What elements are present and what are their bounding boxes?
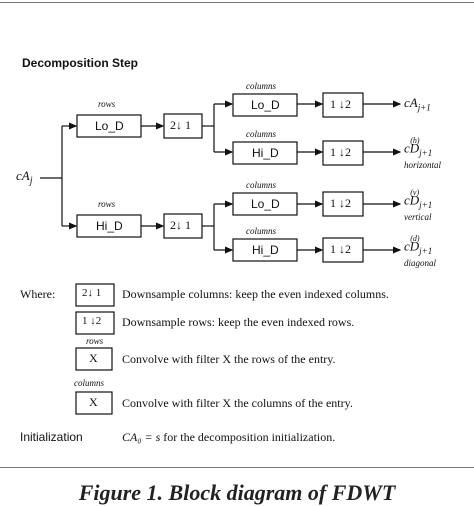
legend-conv-rows-label: rows	[86, 336, 104, 346]
init-text: CA₀ = s for the decomposition initializa…	[122, 430, 335, 445]
output-horizontal-note: horizontal	[404, 160, 442, 170]
output-diagonal-note: diagonal	[404, 258, 437, 268]
init-label: Initialization	[20, 430, 83, 444]
output-vertical-note: vertical	[404, 212, 432, 222]
init-formula: CA₀ = s	[122, 430, 161, 444]
diagram-title: Decomposition Step	[22, 56, 139, 70]
lo-d-col-box-1	[232, 93, 298, 117]
downsample-rows-box-2	[322, 140, 364, 166]
columns-label-4: columns	[246, 226, 276, 236]
legend-conv-rows-x: X	[89, 351, 98, 365]
down-rows-symbol-4: 1 ↓2	[330, 242, 351, 256]
legend-conv-cols-desc: Convolve with filter X the columns of th…	[122, 396, 353, 410]
lo-d-col-label-1: Lo_D	[251, 98, 280, 112]
columns-label-1: columns	[246, 81, 276, 91]
down-cols-symbol-top: 2↓ 1	[170, 118, 191, 132]
output-vertical: cDj+1(v)	[404, 188, 433, 210]
downsample-rows-box-1	[322, 92, 364, 118]
bottom-rule	[0, 467, 474, 468]
down-rows-symbol-2: 1 ↓2	[330, 145, 351, 159]
init-desc: for the decomposition initialization.	[160, 430, 336, 444]
columns-label-2: columns	[246, 129, 276, 139]
columns-label-3: columns	[246, 180, 276, 190]
legend-conv-rows-desc: Convolve with filter X the rows of the e…	[122, 352, 336, 366]
rows-label-top: rows	[98, 99, 116, 109]
legend-conv-rows-box	[75, 347, 113, 371]
lo-d-row-label: Lo_D	[95, 119, 124, 133]
legend-downsample-rows-box	[75, 311, 115, 335]
figure-caption: Figure 1. Block diagram of FDWT	[78, 480, 396, 505]
legend-down-rows-symbol: 1 ↓2	[82, 315, 102, 327]
legend-down-cols-desc: Downsample columns: keep the even indexe…	[122, 287, 389, 301]
legend-conv-cols-box	[75, 391, 113, 415]
down-cols-symbol-bottom: 2↓ 1	[170, 218, 191, 232]
legend-down-cols-symbol: 2↓ 1	[82, 287, 102, 299]
legend-down-rows-desc: Downsample rows: keep the even indexed r…	[122, 315, 355, 329]
rows-label-bottom: rows	[98, 199, 116, 209]
legend-downsample-cols-box	[75, 283, 115, 307]
hi-d-col-box-1	[232, 141, 298, 165]
hi-d-row-label: Hi_D	[96, 219, 123, 233]
hi-d-col-label-1: Hi_D	[252, 146, 279, 160]
output-diagonal: cDj+1(d)	[404, 234, 433, 256]
input-label: cAj	[16, 168, 33, 187]
output-horizontal: cDj+1(h)	[404, 136, 433, 158]
lo-d-col-label-2: Lo_D	[251, 197, 280, 211]
down-rows-symbol-1: 1 ↓2	[330, 97, 351, 111]
legend-conv-cols-label: columns	[74, 378, 104, 388]
hi-d-col-label-2: Hi_D	[252, 243, 279, 257]
down-rows-symbol-3: 1 ↓2	[330, 196, 351, 210]
output-approx: cAj+1	[404, 95, 431, 113]
block-diagram	[40, 92, 402, 415]
where-label: Where:	[20, 287, 56, 301]
legend-conv-cols-x: X	[89, 395, 98, 409]
top-rule	[0, 2, 474, 3]
